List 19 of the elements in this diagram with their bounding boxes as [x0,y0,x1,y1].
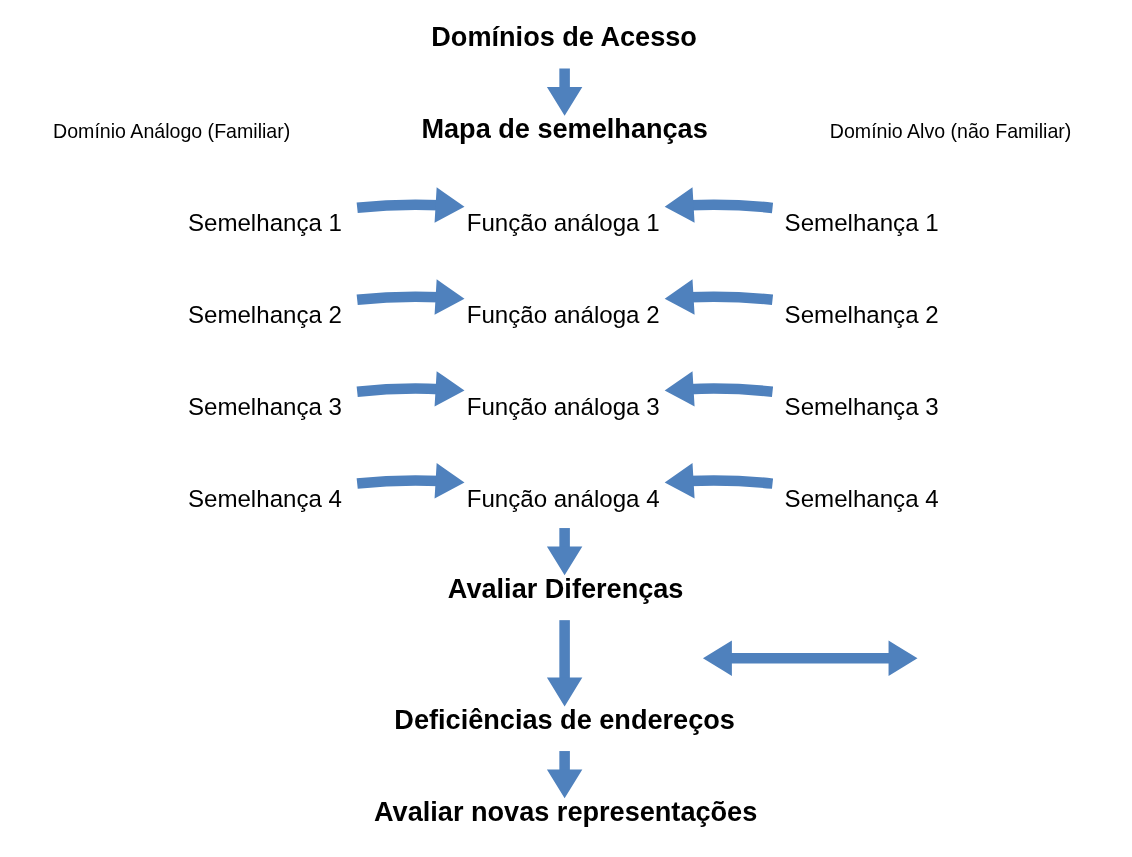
node-text: Semelhança 4 [187,484,342,512]
node-text: Semelhança 3 [187,392,342,420]
node-text: Semelhança 3 [784,392,939,420]
node-text: Avaliar Diferenças [447,572,683,604]
node-text: Semelhança 1 [784,208,939,236]
node-text: Avaliar novas representações [373,795,757,827]
node-text: Semelhança 2 [784,300,939,328]
node-text: Domínios de Acesso [430,21,697,53]
node-text: Função análoga 2 [466,300,660,328]
node-text: Domínio Análogo (Familiar) [52,120,290,143]
node-text: Mapa de semelhanças [420,113,708,145]
node-text: Função análoga 4 [466,484,660,512]
node-text: Semelhança 4 [784,484,939,512]
node-text: Deficiências de endereços [393,703,735,735]
node-text: Função análoga 3 [466,392,660,420]
node-text: Semelhança 1 [187,208,342,236]
node-text: Função análoga 1 [466,208,660,236]
node-text: Domínio Alvo (não Familiar) [829,120,1071,143]
node-text: Semelhança 2 [187,300,342,328]
